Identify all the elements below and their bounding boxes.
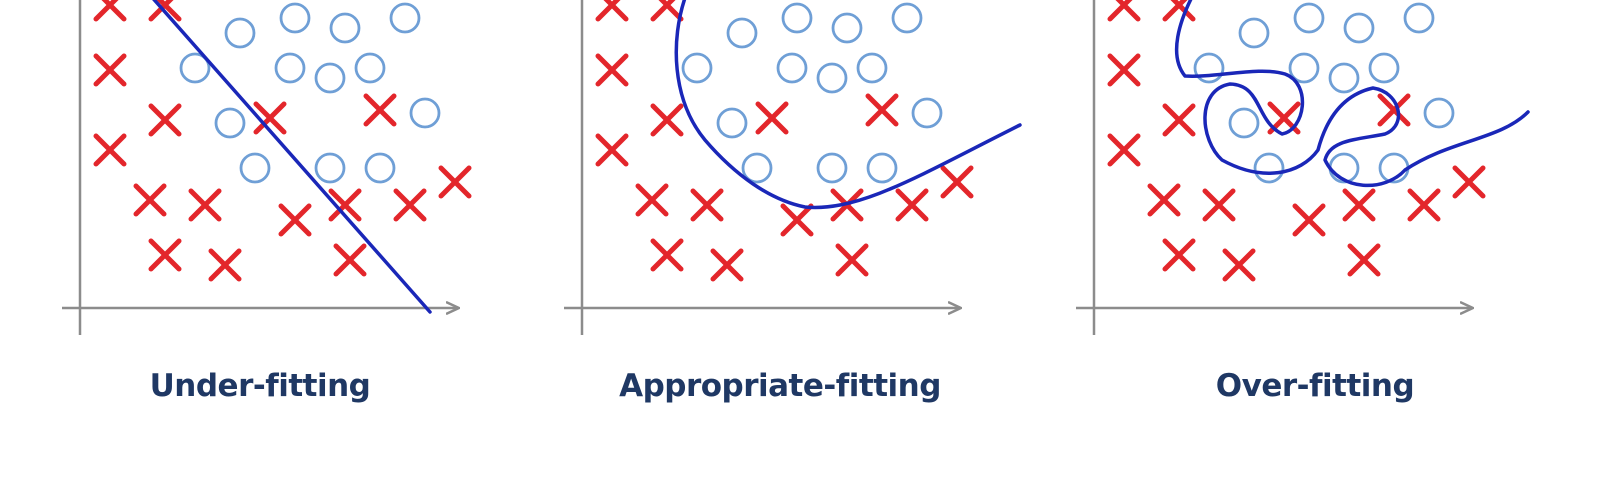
circle-point bbox=[214, 107, 246, 139]
cross-point bbox=[650, 103, 684, 137]
decision-boundary bbox=[1174, 0, 1530, 188]
cross-point bbox=[363, 93, 397, 127]
cross-point bbox=[393, 188, 427, 222]
circle-point bbox=[329, 12, 361, 44]
circle-point bbox=[741, 152, 773, 184]
cross-point bbox=[148, 0, 182, 22]
cross-point bbox=[635, 183, 669, 217]
cross-point bbox=[650, 0, 684, 22]
circle-point bbox=[816, 62, 848, 94]
circle-point bbox=[389, 2, 421, 34]
circle-point bbox=[716, 107, 748, 139]
cross-point bbox=[148, 103, 182, 137]
panel-over bbox=[1076, 0, 1530, 335]
circle-point bbox=[239, 152, 271, 184]
circle-point bbox=[866, 152, 898, 184]
cross-point bbox=[865, 93, 899, 127]
cross-point bbox=[710, 248, 744, 282]
cross-point bbox=[93, 0, 127, 22]
cross-point bbox=[780, 203, 814, 237]
circle-point bbox=[1328, 152, 1360, 184]
circle-point bbox=[911, 97, 943, 129]
cross-point bbox=[93, 53, 127, 87]
circle-point bbox=[776, 52, 808, 84]
cross-point bbox=[328, 188, 362, 222]
cross-point bbox=[650, 238, 684, 272]
cross-point bbox=[895, 188, 929, 222]
cross-point bbox=[1162, 0, 1196, 22]
circle-point bbox=[364, 152, 396, 184]
cross-point bbox=[1107, 133, 1141, 167]
cross-point bbox=[1377, 93, 1411, 127]
decision-boundary bbox=[152, 0, 432, 314]
cross-point bbox=[1407, 188, 1441, 222]
circle-point bbox=[1423, 97, 1455, 129]
cross-point bbox=[1292, 203, 1326, 237]
circle-point bbox=[1228, 107, 1260, 139]
cross-point bbox=[188, 188, 222, 222]
cross-point bbox=[438, 165, 472, 199]
circle-point bbox=[816, 152, 848, 184]
panel-appropriate bbox=[564, 0, 1022, 335]
circle-point bbox=[726, 17, 758, 49]
circle-point bbox=[1293, 2, 1325, 34]
caption-over-fitting: Over-fitting bbox=[1215, 368, 1415, 404]
panel-under bbox=[62, 0, 472, 335]
circle-point bbox=[681, 52, 713, 84]
circle-point bbox=[1238, 17, 1270, 49]
cross-point bbox=[1202, 188, 1236, 222]
circle-point bbox=[409, 97, 441, 129]
circle-point bbox=[1343, 12, 1375, 44]
cross-point bbox=[333, 243, 367, 277]
circle-point bbox=[274, 52, 306, 84]
cross-point bbox=[1347, 243, 1381, 277]
cross-point bbox=[278, 203, 312, 237]
cross-point bbox=[93, 133, 127, 167]
circle-point bbox=[354, 52, 386, 84]
circle-point bbox=[781, 2, 813, 34]
cross-point bbox=[253, 101, 287, 135]
circle-point bbox=[1253, 152, 1285, 184]
cross-point bbox=[1452, 165, 1486, 199]
cross-point bbox=[133, 183, 167, 217]
circle-point bbox=[1368, 52, 1400, 84]
cross-point bbox=[755, 101, 789, 135]
circle-point bbox=[1403, 2, 1435, 34]
cross-point bbox=[835, 243, 869, 277]
circle-point bbox=[1193, 52, 1225, 84]
circle-point bbox=[1328, 62, 1360, 94]
cross-point bbox=[595, 0, 629, 22]
cross-point bbox=[1222, 248, 1256, 282]
circle-point bbox=[831, 12, 863, 44]
circle-point bbox=[179, 52, 211, 84]
cross-point bbox=[595, 53, 629, 87]
caption-under-fitting: Under-fitting bbox=[149, 368, 371, 404]
circle-point bbox=[314, 62, 346, 94]
cross-point bbox=[1342, 188, 1376, 222]
caption-appropriate-fitting: Appropriate-fitting bbox=[619, 368, 941, 404]
circle-point bbox=[279, 2, 311, 34]
cross-point bbox=[1162, 103, 1196, 137]
cross-point bbox=[1107, 0, 1141, 22]
cross-point bbox=[690, 188, 724, 222]
cross-point bbox=[148, 238, 182, 272]
cross-point bbox=[595, 133, 629, 167]
cross-point bbox=[208, 248, 242, 282]
circle-point bbox=[891, 2, 923, 34]
circle-point bbox=[1288, 52, 1320, 84]
cross-point bbox=[1107, 53, 1141, 87]
cross-point bbox=[1147, 183, 1181, 217]
circle-point bbox=[856, 52, 888, 84]
cross-point bbox=[940, 165, 974, 199]
decision-boundary bbox=[674, 0, 1022, 210]
circle-point bbox=[314, 152, 346, 184]
circle-point bbox=[224, 17, 256, 49]
cross-point bbox=[1162, 238, 1196, 272]
